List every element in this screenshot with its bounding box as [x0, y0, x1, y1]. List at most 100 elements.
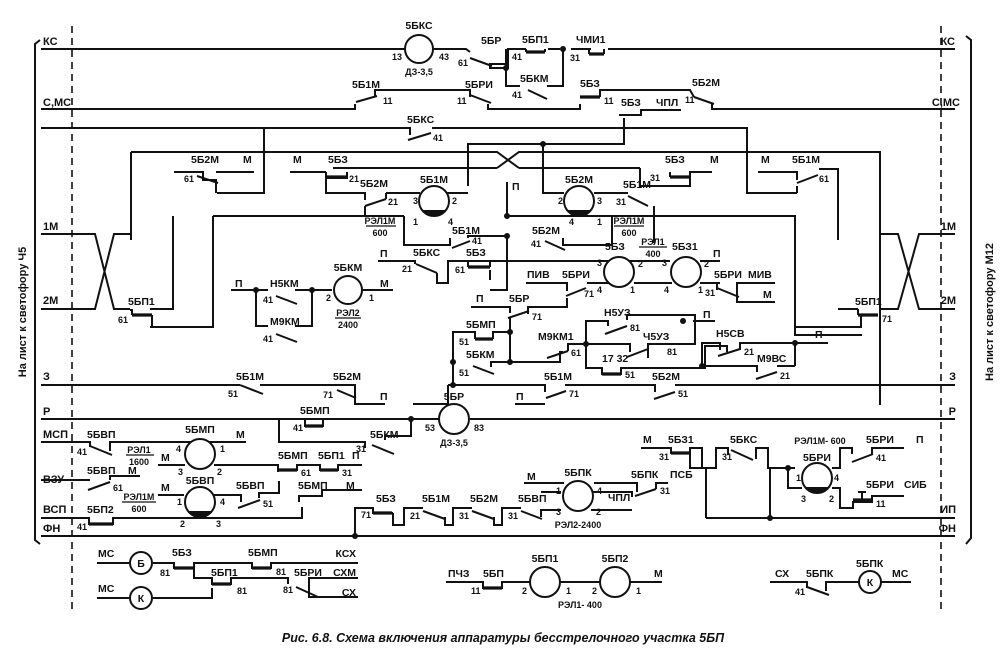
contact-5bri31-pin: 31: [705, 288, 715, 298]
relay-5b2m-name: 5Б2М: [565, 174, 593, 186]
contact-5b1m71-pin: 71: [569, 389, 579, 399]
relay-5b2m-pin: 4: [569, 217, 574, 227]
contact-5bri-pin: 11: [457, 96, 467, 106]
contact-chpl-label: ЧПЛ: [656, 97, 678, 109]
contact-5bmp41-label: 5БМП: [300, 405, 330, 417]
relay-5bp1-coil: [529, 566, 561, 598]
contact-5b1m31-pin: 31: [616, 197, 626, 207]
contact-5bz1-31-tag: М: [643, 434, 652, 446]
bus-label-fn-right: ФН: [939, 523, 956, 535]
relay-5bvp-coil: [184, 486, 216, 518]
contact-5bpk31-tag: ПСБ: [670, 469, 693, 481]
contact-5b2m-label: 5Б2М: [692, 77, 720, 89]
left-side-label: На лист к светофору Ч5: [17, 247, 29, 377]
wire-cross-main: [131, 151, 881, 405]
bus-label-ks-right: КС: [940, 36, 955, 48]
wire-sx-bpk: [770, 581, 911, 591]
contact-5bmp61-label: 5БМП: [278, 450, 308, 462]
relay-5bri-name: 5БРИ: [803, 452, 831, 464]
relay-5bz1-pin: 1: [698, 285, 703, 295]
contact-5b1m-31: [627, 195, 649, 207]
wire-ks: [41, 48, 955, 69]
contact-5bks31-pin: 31: [722, 452, 732, 462]
contact-5bks-31: [730, 449, 754, 461]
contact-5bvp61-tag: М: [128, 465, 137, 477]
p-label-bri41: П: [916, 434, 924, 446]
contact-5b2m-31: [471, 510, 495, 520]
bus-label-z-left: З: [43, 371, 50, 383]
contact-5br-71: [507, 310, 530, 319]
right-side-label: На лист к светофору М12: [984, 243, 996, 381]
contact-5bz21-tag: М: [293, 154, 302, 166]
contact-m9vs-pin: 21: [780, 371, 790, 381]
junction-dot: [767, 515, 773, 521]
relay-5bri-pin: 2: [829, 494, 834, 504]
contact-5b2m-71: [336, 389, 357, 399]
contact-5bp11-label: 5БП: [483, 568, 504, 580]
relay-5b1m-pin: 2: [452, 196, 457, 206]
relay-5br-type: ДЗ-3,5: [440, 438, 468, 448]
contact-5bz31-pin: 31: [650, 173, 660, 183]
contact-5bz21-label: 5БЗ: [328, 154, 348, 166]
contact-5bz21-pin: 21: [349, 174, 359, 184]
contact-5b1m41-pin: 41: [472, 236, 482, 246]
relay-5bvp-pin: 3: [216, 519, 221, 529]
relay-5bmp-pin: 1: [220, 444, 225, 454]
contact-5bri11-tag: СИБ: [904, 479, 927, 491]
wire-parallel-bp1-bkm: [505, 49, 564, 87]
contact-5bmp81-pin: 81: [276, 567, 286, 577]
figure-caption: Рис. 6.8. Схема включения аппаратуры бес…: [282, 631, 725, 645]
contact-5b1m71-label: 5Б1М: [544, 371, 572, 383]
contact-n5sv-label: Н5СВ: [716, 328, 745, 340]
wire-bz-bz1: [602, 260, 720, 284]
contact-5bri-71: [565, 287, 587, 297]
contact-n5uz-label: Н5УЗ: [604, 307, 631, 319]
bus-label-vsp: ВСП: [43, 504, 66, 516]
wire-bottom-loop: [150, 215, 862, 336]
contact-5bkm51-label: 5БКМ: [466, 349, 495, 361]
wire-ms-k: [97, 588, 213, 599]
bus-label-2m-right: 2М: [941, 295, 956, 307]
bus-label-1m-left: 1М: [43, 221, 58, 233]
contact-5bks21-pin: 21: [402, 264, 412, 274]
p-label-bz1: П: [713, 248, 721, 260]
contact-5bp1-31-label: 5БП1: [318, 450, 345, 462]
relay-5bz-pin: 4: [597, 285, 602, 295]
lamp-k2: [858, 570, 882, 594]
contact-n5km-pin: 41: [263, 295, 273, 305]
contact-5bvp-61: [87, 481, 111, 491]
contact-5bri31-tag: МИВ: [748, 269, 772, 281]
relay-5bp1-name: 5БП1: [532, 553, 559, 565]
relay-5bks-pin-b: 43: [439, 52, 449, 62]
sx-label-bottom: СХ: [775, 568, 789, 580]
m-label-bmp-right: М: [236, 429, 245, 441]
contact-5bz-b-label: 5БЗ: [621, 97, 641, 109]
wire-z: [41, 384, 955, 405]
contact-5bpk31-pin: 31: [660, 486, 670, 496]
contact-5b2m41-pin: 41: [531, 239, 541, 249]
contact-5bpk41-label: 5БПК: [806, 568, 834, 580]
relay-5bmp-type: РЭЛ1: [127, 445, 150, 455]
contact-5bp1-legs: [525, 49, 546, 52]
contact-5bp1-71-label: 5БП1: [855, 296, 882, 308]
relay-5bp2-name: 5БП2: [602, 553, 629, 565]
contact-5b1m61-pin: 61: [819, 174, 829, 184]
relay-5bp2-pin: 1: [636, 586, 641, 596]
bus-label-ks-left: КС: [43, 36, 58, 48]
contact-5bpk31-label: 5БПК: [631, 469, 659, 481]
contact-5br71-pin: 71: [532, 312, 542, 322]
relay-5bvp-pin: 4: [220, 497, 225, 507]
contact-n5km-41: [275, 295, 298, 305]
relay-5bmp-pin: 3: [178, 467, 183, 477]
relay-5bkm-pin: 1: [369, 293, 374, 303]
relay-5br-coil: [438, 403, 470, 435]
relay-5b2m-heel: [567, 210, 591, 216]
contact-5b1m-label: 5Б1М: [352, 79, 380, 91]
contact-5b1m51-label: 5Б1М: [236, 371, 264, 383]
contact-5bz31-label: 5БЗ: [665, 154, 685, 166]
contact-5bri41-pin: 41: [876, 453, 886, 463]
junction-dot: [560, 46, 566, 52]
contact-5bkm31-label: 5БКМ: [370, 429, 399, 441]
bus-label-1m-right: 1М: [941, 221, 956, 233]
lamp-k-label: К: [138, 593, 145, 605]
